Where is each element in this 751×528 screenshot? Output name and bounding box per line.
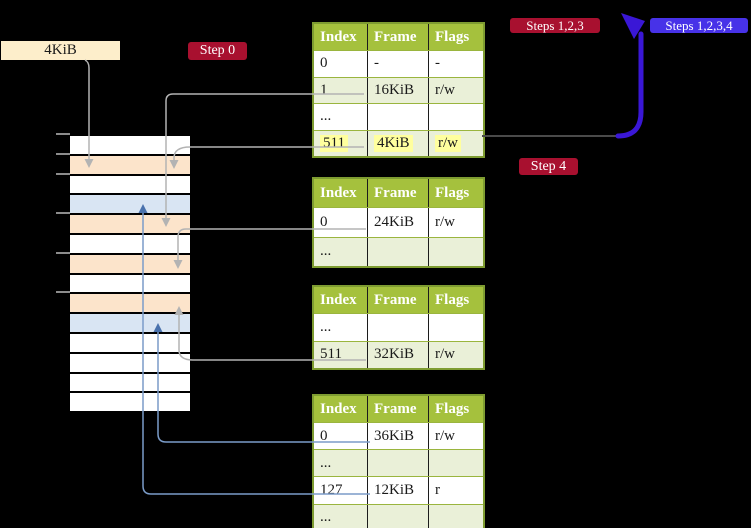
memory-frame-row bbox=[70, 175, 190, 196]
table-header-cell: Frame bbox=[368, 287, 429, 313]
table-cell bbox=[368, 504, 429, 528]
memory-frame-row bbox=[70, 393, 190, 414]
table-row: ... bbox=[314, 103, 483, 130]
address-tick bbox=[56, 152, 70, 155]
table-cell: r/w bbox=[435, 346, 455, 363]
physical-memory-stack bbox=[70, 134, 190, 414]
table-header-cell: Frame bbox=[368, 24, 429, 50]
table-row: 0-- bbox=[314, 50, 483, 77]
table-header-cell: Flags bbox=[435, 28, 470, 45]
table-cell bbox=[429, 238, 483, 267]
memory-frame-row bbox=[70, 334, 190, 354]
table-header-cell: Frame bbox=[368, 396, 429, 422]
table-cell: ... bbox=[314, 450, 368, 477]
table-cell: r/w bbox=[435, 213, 455, 230]
table-cell: 511 bbox=[314, 341, 368, 368]
table-header-cell: Index bbox=[314, 179, 368, 207]
address-tick bbox=[56, 251, 70, 254]
table-cell: 36KiB bbox=[368, 423, 429, 450]
table-cell bbox=[368, 104, 429, 130]
highlighted-value: 4KiB bbox=[374, 134, 413, 152]
table-row: ... bbox=[314, 503, 483, 528]
table-cell bbox=[368, 237, 429, 266]
step4-badge: Step 4 bbox=[519, 158, 578, 175]
table-cell: ... bbox=[314, 314, 368, 341]
table-cell: 127 bbox=[314, 477, 368, 504]
table-cell: 0 bbox=[314, 208, 368, 237]
table-row: 511 4KiB r/w bbox=[314, 129, 483, 157]
table-cell bbox=[429, 314, 483, 341]
steps1234-badge: Steps 1,2,3,4 bbox=[650, 18, 748, 33]
address-tick bbox=[56, 291, 70, 294]
address-tick bbox=[56, 133, 70, 135]
address-tick bbox=[56, 172, 70, 175]
table-header-cell: Flags bbox=[435, 400, 470, 417]
steps123-badge: Steps 1,2,3 bbox=[510, 18, 600, 33]
memory-frame-row bbox=[70, 353, 190, 374]
highlighted-value: 511 bbox=[320, 134, 348, 152]
table-cell: - bbox=[368, 51, 429, 77]
table-cell: 32KiB bbox=[368, 341, 429, 368]
page-size-label: 4KiB bbox=[1, 41, 120, 60]
memory-frame-row bbox=[70, 235, 190, 255]
table-cell bbox=[429, 450, 483, 476]
table-cell: 12KiB bbox=[368, 477, 429, 504]
step0-badge: Step 0 bbox=[188, 42, 247, 60]
address-tick bbox=[56, 212, 70, 215]
memory-frame-row bbox=[70, 254, 190, 275]
memory-frame-row bbox=[70, 314, 190, 334]
table-cell bbox=[368, 314, 429, 341]
memory-frame-row bbox=[70, 195, 190, 216]
table-cell: 4KiB bbox=[368, 130, 429, 156]
table-cell: r/w bbox=[435, 81, 455, 98]
table-cell bbox=[368, 450, 429, 477]
memory-frame-row bbox=[70, 373, 190, 394]
table-cell: ... bbox=[314, 504, 368, 528]
table-cell: - bbox=[435, 55, 440, 72]
table-header-cell: Index bbox=[314, 24, 368, 50]
table-cell: 0 bbox=[314, 51, 368, 77]
table-cell: 16KiB bbox=[368, 77, 429, 103]
table-row: ... bbox=[314, 449, 483, 477]
table-header-cell: Index bbox=[314, 396, 368, 422]
memory-frame-row bbox=[70, 136, 190, 156]
table-cell: ... bbox=[314, 237, 368, 266]
table-cell bbox=[429, 505, 483, 528]
table-header-cell: Frame bbox=[368, 179, 429, 207]
table-header-cell: Flags bbox=[435, 291, 470, 308]
table-cell: 24KiB bbox=[368, 208, 429, 237]
steps-feedback-arrow bbox=[615, 13, 645, 139]
memory-frame-row bbox=[70, 215, 190, 235]
table-cell: r/w bbox=[429, 131, 483, 157]
table-cell: ... bbox=[314, 104, 368, 130]
table-row: ... bbox=[314, 313, 483, 341]
table-cell: 511 bbox=[314, 130, 368, 156]
table-header-cell: Flags bbox=[435, 184, 470, 201]
table-cell bbox=[429, 104, 483, 130]
table-header-cell: Index bbox=[314, 287, 368, 313]
table-row: ... bbox=[314, 236, 483, 267]
table-cell: r/w bbox=[435, 427, 455, 444]
highlighted-value: r/w bbox=[435, 134, 461, 152]
table-cell: 1 bbox=[314, 77, 368, 103]
memory-frame-row bbox=[70, 294, 190, 315]
table-cell: r bbox=[435, 481, 440, 498]
memory-frame-row bbox=[70, 274, 190, 295]
table-cell: 0 bbox=[314, 423, 368, 450]
memory-frame-row bbox=[70, 155, 190, 176]
